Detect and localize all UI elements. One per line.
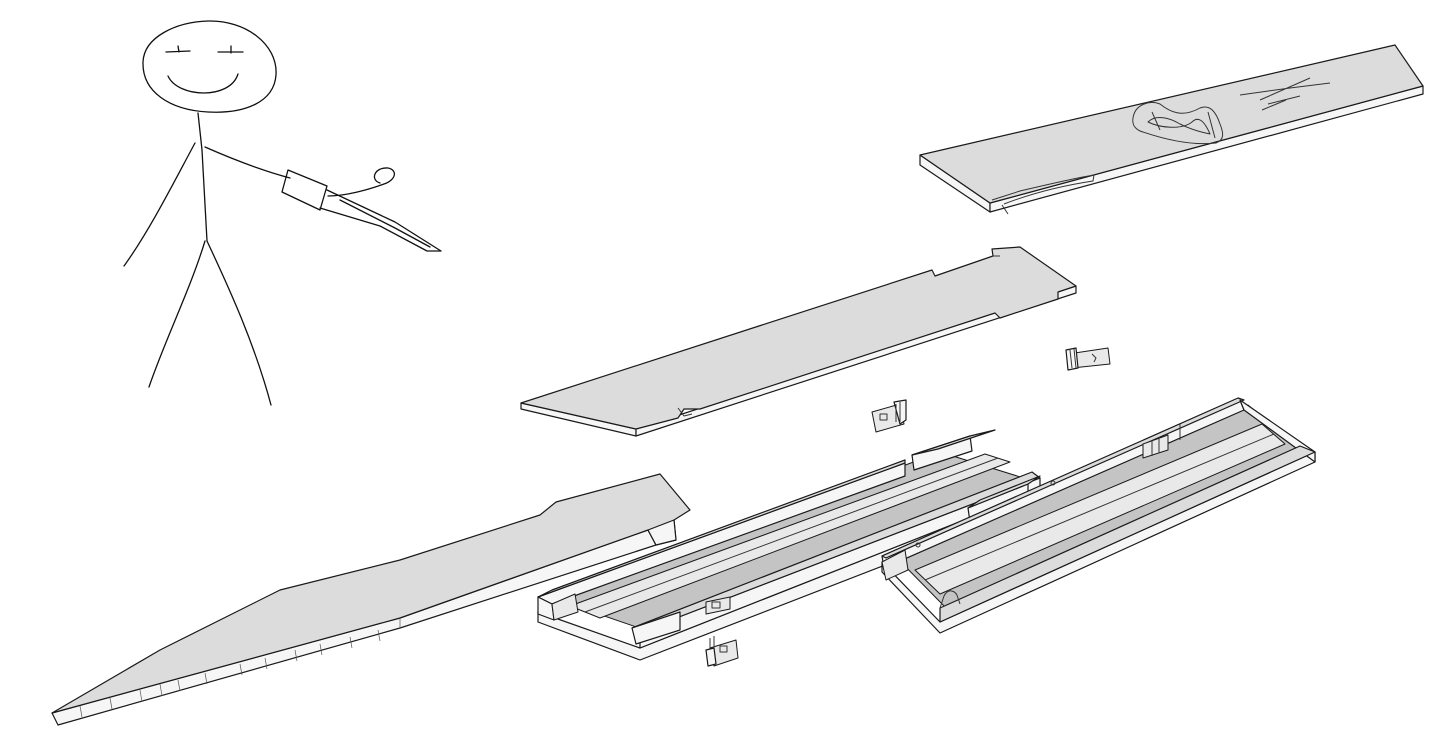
handle-front-housing <box>537 429 1041 661</box>
blade <box>51 473 691 726</box>
figure-left-leg <box>148 240 206 388</box>
figure-head <box>142 20 277 113</box>
figure-neck-body <box>197 112 208 242</box>
figure-knife-blade-inner <box>339 199 431 248</box>
figure-smile <box>167 73 239 94</box>
top-cover-plate <box>919 44 1424 215</box>
hinge-clip-2 <box>1065 347 1111 371</box>
hinge-clip-1 <box>871 399 907 433</box>
figure-right-leg <box>206 240 272 406</box>
hinge-clip-3 <box>705 636 739 667</box>
figure-left-arm <box>123 142 196 267</box>
middle-cover-plate <box>520 246 1077 437</box>
figure-right-eye <box>217 45 244 54</box>
figure-left-eye <box>165 45 191 53</box>
figure-knife-blade <box>319 189 442 252</box>
figure-knife-handle <box>281 169 328 211</box>
figure-right-arm <box>204 146 291 179</box>
handle-rear-housing <box>881 397 1316 634</box>
figure-knife-hook <box>327 167 395 197</box>
stick-figure <box>123 20 442 406</box>
engraved-logo <box>1132 77 1331 145</box>
